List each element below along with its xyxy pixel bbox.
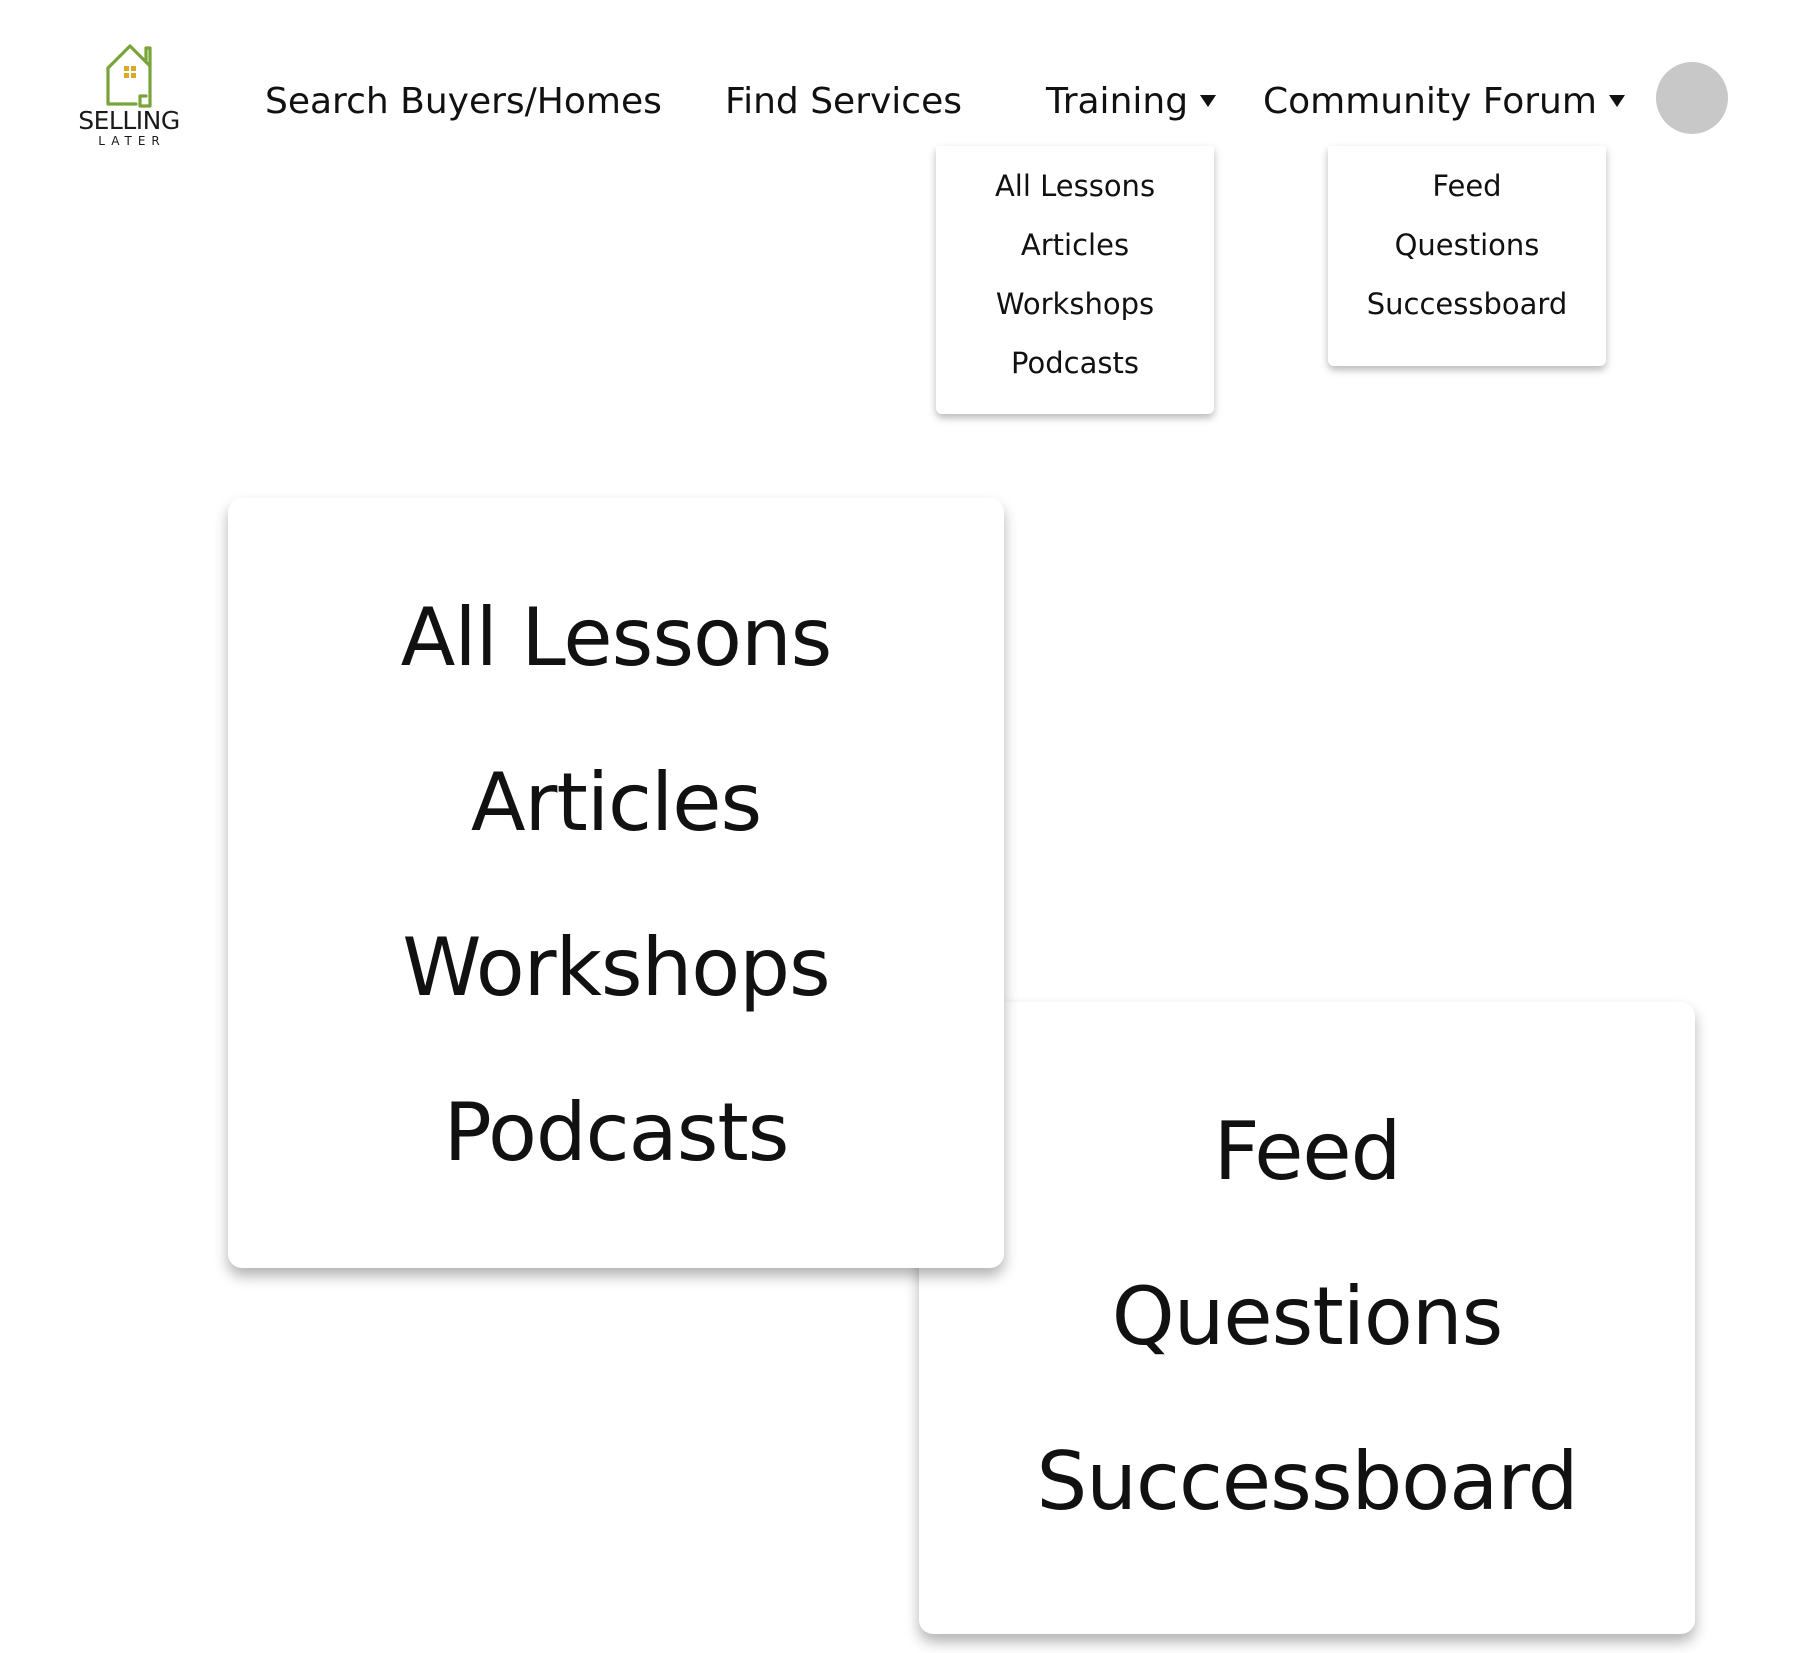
menu-item-feed-large[interactable]: Feed [1213, 1105, 1402, 1198]
house-icon [106, 44, 152, 108]
menu-item-feed[interactable]: Feed [1432, 169, 1502, 203]
menu-item-articles-large[interactable]: Articles [470, 756, 762, 849]
menu-item-all-lessons-large[interactable]: All Lessons [400, 591, 833, 684]
nav-label: Community Forum [1263, 81, 1597, 122]
caret-down-icon [1200, 95, 1217, 107]
caret-down-icon [1608, 95, 1625, 107]
nav-label: Find Services [725, 81, 963, 122]
nav-community-forum[interactable]: Community Forum [1263, 78, 1625, 126]
training-dropdown: All Lessons Articles Workshops Podcasts [936, 146, 1214, 414]
menu-item-podcasts-large[interactable]: Podcasts [443, 1086, 790, 1179]
brand-tagline: LATER [98, 134, 166, 148]
nav-training[interactable]: Training [1046, 78, 1217, 126]
nav-label: Training [1046, 81, 1189, 122]
nav-find-services[interactable]: Find Services [725, 78, 962, 126]
menu-item-successboard-large[interactable]: Successboard [1036, 1435, 1578, 1528]
menu-item-successboard[interactable]: Successboard [1366, 287, 1568, 321]
avatar[interactable] [1656, 62, 1728, 134]
menu-item-questions[interactable]: Questions [1394, 228, 1540, 262]
nav-label: Search Buyers/Homes [265, 81, 662, 122]
community-forum-dropdown-large: Feed Questions Successboard [919, 1002, 1695, 1634]
brand-name: SELLING [78, 106, 180, 135]
logo[interactable]: SELLING LATER [70, 38, 188, 150]
menu-item-all-lessons[interactable]: All Lessons [994, 169, 1156, 203]
menu-item-questions-large[interactable]: Questions [1111, 1270, 1504, 1363]
community-forum-dropdown: Feed Questions Successboard [1328, 146, 1606, 366]
menu-item-articles[interactable]: Articles [1020, 228, 1130, 262]
menu-item-workshops[interactable]: Workshops [995, 287, 1155, 321]
menu-item-podcasts[interactable]: Podcasts [1011, 346, 1139, 380]
training-dropdown-large: All Lessons Articles Workshops Podcasts [228, 498, 1004, 1268]
nav-search-buyers-homes[interactable]: Search Buyers/Homes [265, 78, 662, 126]
menu-item-workshops-large[interactable]: Workshops [402, 921, 830, 1014]
